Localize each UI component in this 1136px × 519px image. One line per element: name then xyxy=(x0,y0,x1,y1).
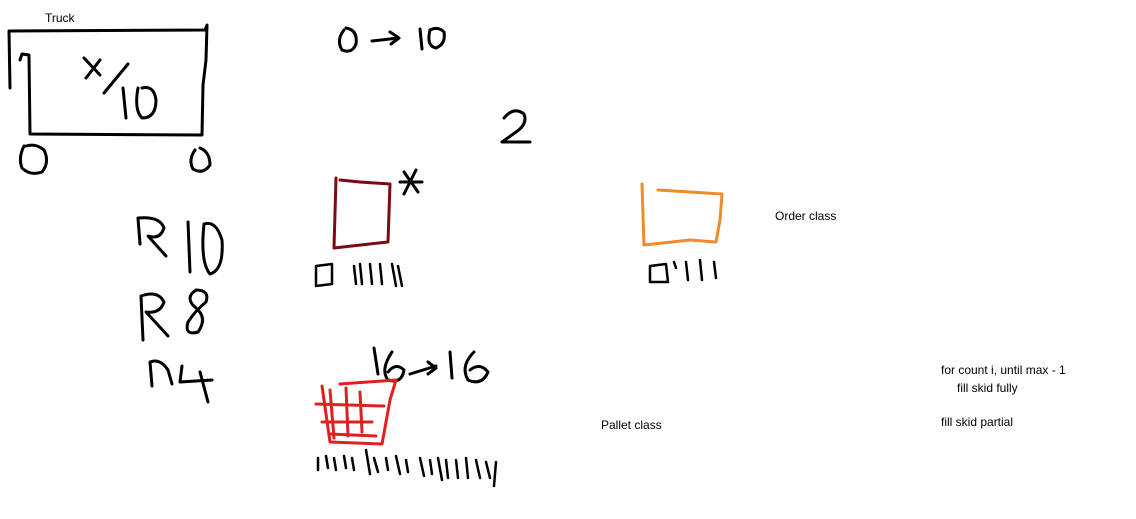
order-class-label: Order class xyxy=(775,209,837,223)
loop-note-line: for count i, until max - 1 xyxy=(941,363,1066,377)
truck-wheel-right xyxy=(189,146,212,173)
pallet-range-sketch xyxy=(372,346,490,384)
truck-label: Truck xyxy=(45,11,75,25)
order-item-sketch xyxy=(314,168,424,288)
truck-body xyxy=(7,23,209,137)
truck-sketch xyxy=(7,23,212,175)
count-two-sketch xyxy=(500,109,532,144)
truck-wheel-left xyxy=(18,143,49,175)
pallet-class-label: Pallet class xyxy=(601,418,662,432)
range-sketch xyxy=(337,26,446,53)
pallet-sketch xyxy=(314,378,498,488)
rows-sketch xyxy=(136,216,224,404)
fill-partial-note: fill skid partial xyxy=(941,415,1014,429)
order-class-sketch xyxy=(640,182,724,284)
fill-fully-note: fill skid fully xyxy=(957,381,1018,395)
truck-load-fraction xyxy=(82,56,158,120)
